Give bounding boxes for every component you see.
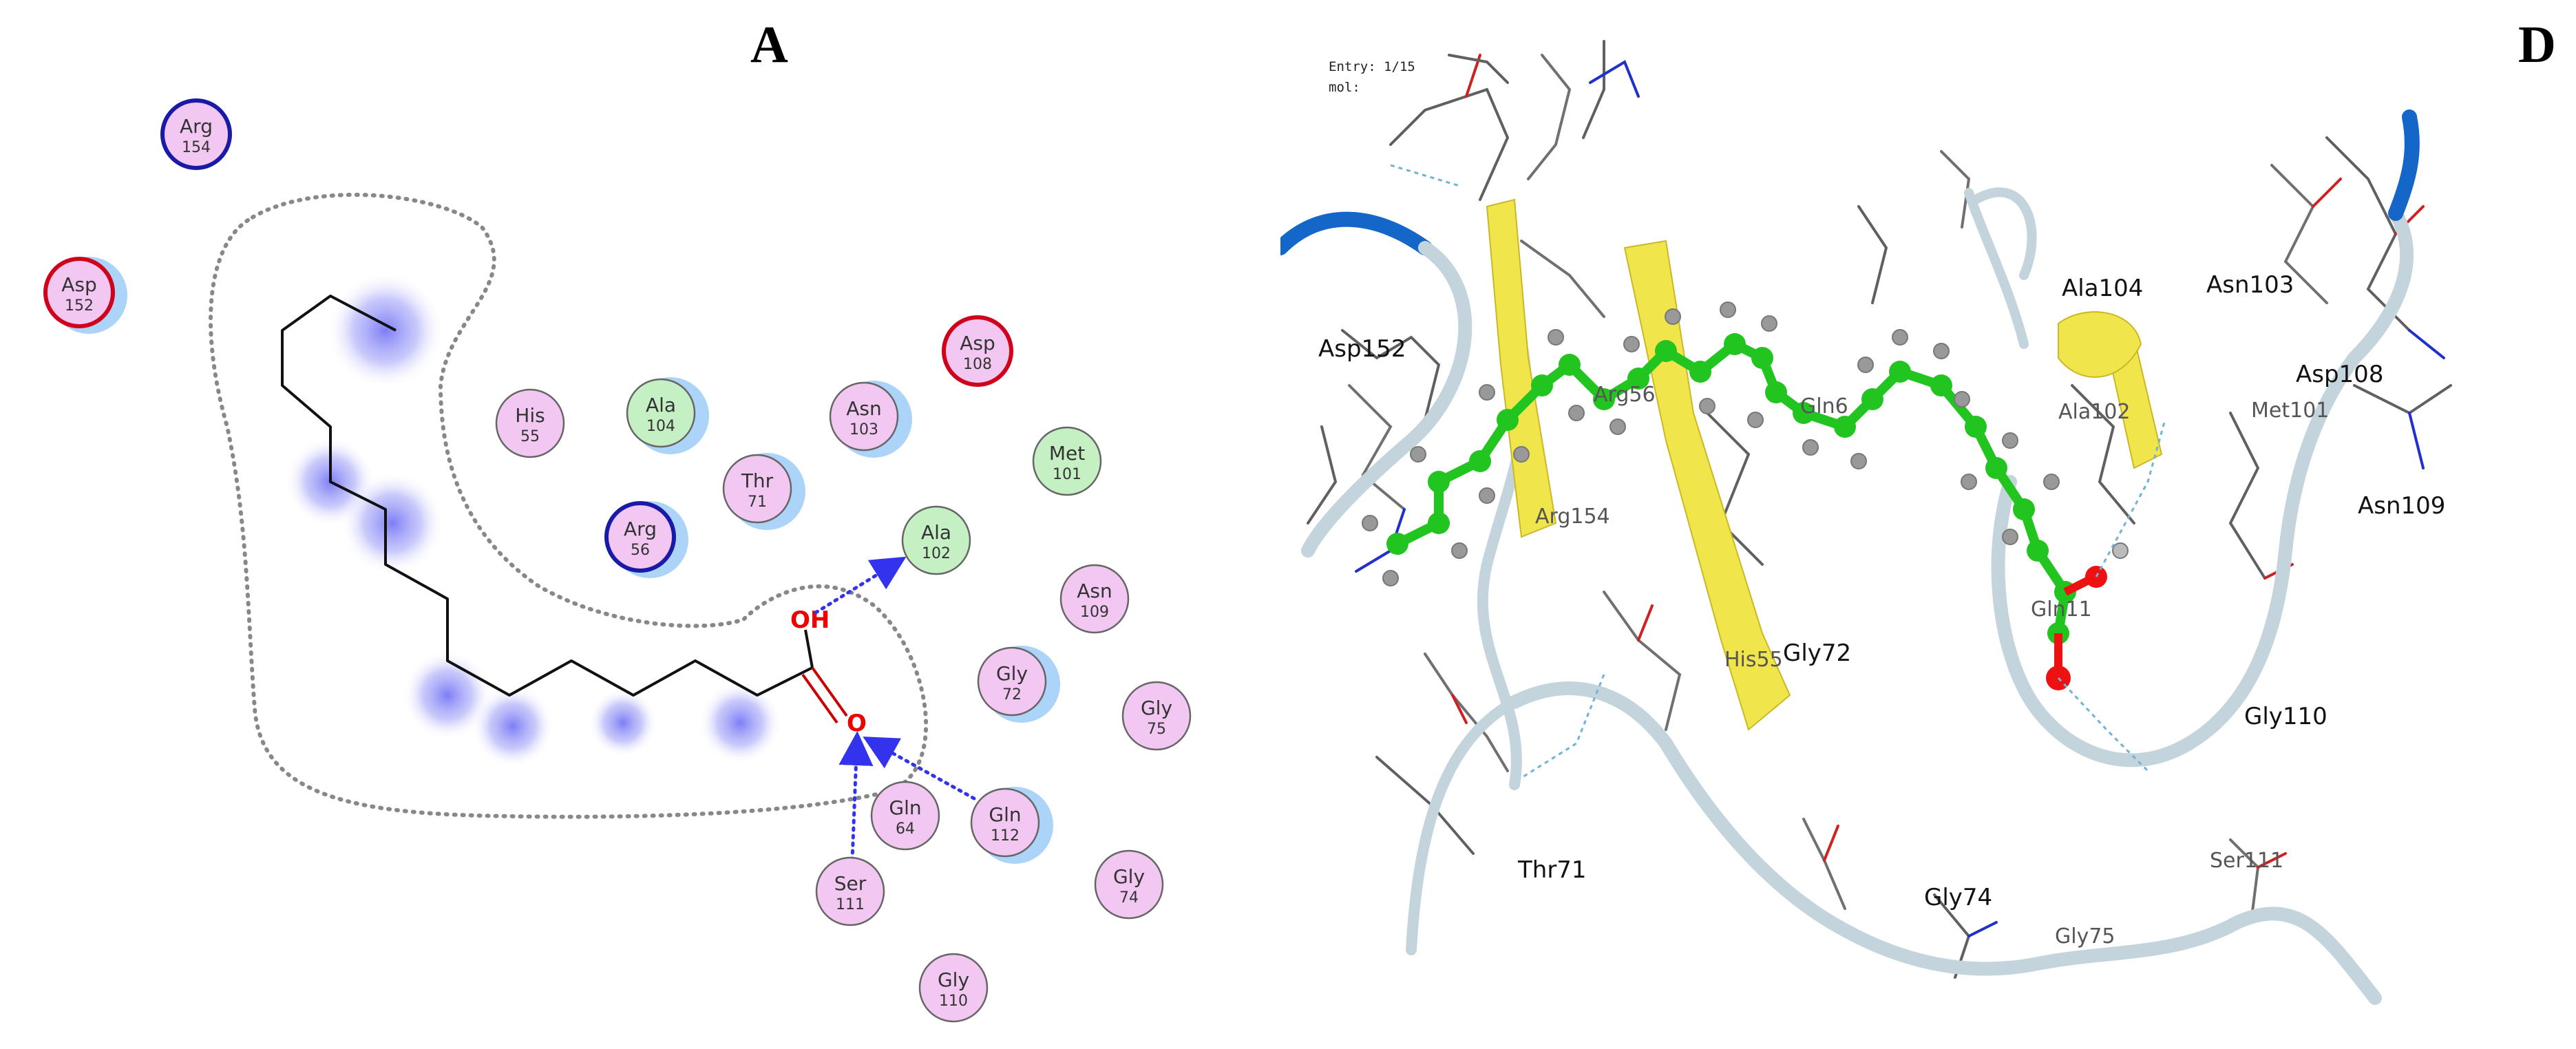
residue-name: Met bbox=[1049, 442, 1085, 465]
residue-name: Ala bbox=[921, 521, 951, 544]
residue-number: 71 bbox=[748, 494, 767, 511]
ligand-alkyl-chain bbox=[281, 295, 813, 697]
panel-d-3d-binding-pose: D Entry: 1/15 mol: bbox=[1280, 0, 2576, 1049]
residue-labels: Asp152 Arg56 Gln6 Ala104 Asn103 Asp108 A… bbox=[1318, 271, 2445, 949]
residue-name: Gln bbox=[889, 796, 921, 819]
residue-thr-71: Thr 71 bbox=[722, 453, 805, 530]
viewer-entry-info: Entry: 1/15 mol: bbox=[1329, 56, 1415, 98]
residue-number: 72 bbox=[1002, 686, 1022, 703]
label-asp152: Asp152 bbox=[1318, 335, 1406, 363]
label-arg56: Arg56 bbox=[1594, 383, 1656, 407]
residue-number: 104 bbox=[646, 418, 675, 435]
residue-gly-74: Gly74 bbox=[1094, 849, 1164, 920]
label-gln11: Gln11 bbox=[2031, 597, 2092, 622]
beta-strands bbox=[1486, 198, 2163, 731]
residue-arg-154: Arg154 bbox=[160, 98, 232, 170]
carbonyl-bond bbox=[811, 666, 848, 717]
residue-name: Asp bbox=[960, 332, 995, 354]
panel-a-2d-interaction-diagram: A OH O bbox=[0, 0, 1280, 1049]
residue-name: Gly bbox=[938, 968, 969, 991]
label-gly74: Gly74 bbox=[1924, 884, 1992, 911]
residue-number: 102 bbox=[922, 545, 951, 562]
residue-asp-152: Asp152 bbox=[43, 257, 127, 334]
residue-name: His bbox=[515, 404, 545, 427]
entry-line: Entry: 1/15 bbox=[1329, 59, 1415, 74]
residue-name: Arg bbox=[180, 115, 213, 138]
hydrogen-bonds bbox=[814, 556, 976, 862]
panel-a-letter: A bbox=[750, 16, 788, 74]
residue-asp-108: Asp 108 bbox=[942, 315, 1013, 387]
residue-name: Arg bbox=[624, 518, 657, 540]
residue-name: Gly bbox=[1113, 865, 1145, 888]
residue-number: 103 bbox=[849, 421, 878, 438]
residue-gly-75: Gly 75 bbox=[1121, 681, 1192, 751]
label-gly110: Gly110 bbox=[2244, 703, 2327, 730]
hydroxyl-bond bbox=[804, 629, 814, 668]
hydrophobic-contacts bbox=[286, 272, 781, 767]
residue-ala-102: Ala102 bbox=[901, 505, 971, 575]
residue-met-101: Met101 bbox=[1032, 426, 1102, 496]
residue-number: 55 bbox=[520, 428, 540, 445]
carbonyl-label: O bbox=[847, 710, 867, 737]
panel-a-canvas: OH O Arg154Asp152His55Ala104Asn103Asp108… bbox=[43, 98, 1192, 1023]
label-gln6: Gln6 bbox=[1800, 394, 1848, 418]
residue-name: Asp bbox=[61, 273, 97, 296]
residue-number: 56 bbox=[631, 542, 650, 559]
residue-number: 154 bbox=[182, 139, 211, 156]
residue-ser-111: Ser111 bbox=[815, 856, 885, 926]
residue-arg-56: Arg 56 bbox=[604, 501, 688, 578]
label-asp108: Asp108 bbox=[2296, 361, 2383, 388]
residue-ala-104: Ala 104 bbox=[626, 377, 709, 454]
residue-asn-103: Asn103 bbox=[829, 381, 912, 458]
residue-number: 111 bbox=[836, 896, 865, 913]
label-met101: Met101 bbox=[2251, 399, 2329, 423]
panel-d-canvas: Asp152 Arg56 Gln6 Ala104 Asn103 Asp108 A… bbox=[1280, 40, 2452, 1005]
residue-number: 112 bbox=[991, 827, 1020, 845]
panel-d-letter: D bbox=[2518, 16, 2556, 74]
residue-number: 110 bbox=[939, 993, 968, 1010]
residue-name: Asn bbox=[846, 397, 882, 420]
residue-gly-72: Gly72 bbox=[977, 646, 1060, 723]
residue-gly-110: Gly 110 bbox=[918, 953, 989, 1023]
label-gly75: Gly75 bbox=[2055, 924, 2115, 949]
label-arg154: Arg154 bbox=[1535, 505, 1610, 529]
residue-his-55: His55 bbox=[495, 388, 565, 458]
label-ala104: Ala104 bbox=[2062, 275, 2143, 302]
residue-number: 109 bbox=[1080, 604, 1109, 621]
residue-number: 75 bbox=[1147, 721, 1166, 738]
sidechain-sticks bbox=[1307, 40, 2452, 979]
residue-name: Gly bbox=[1141, 697, 1172, 719]
label-gly72: Gly72 bbox=[1783, 639, 1851, 667]
label-ser111: Ser111 bbox=[2210, 849, 2283, 873]
label-asn109: Asn109 bbox=[2358, 492, 2445, 520]
hydroxyl-label: OH bbox=[790, 606, 830, 634]
label-asn103: Asn103 bbox=[2206, 271, 2294, 299]
residue-number: 108 bbox=[963, 356, 992, 373]
residue-name: Thr bbox=[741, 469, 774, 492]
residue-number: 64 bbox=[896, 820, 915, 838]
label-ala102: Ala102 bbox=[2058, 400, 2131, 424]
residue-name: Ala bbox=[646, 394, 676, 416]
residue-name: Gly bbox=[996, 662, 1028, 685]
mol-line: mol: bbox=[1329, 80, 1360, 95]
residue-asn-109: Asn 109 bbox=[1059, 564, 1130, 634]
label-thr71: Thr71 bbox=[1517, 856, 1587, 884]
residue-number: 101 bbox=[1053, 466, 1081, 483]
hydrogen-bond-lines bbox=[1390, 164, 2166, 779]
residue-name: Gln bbox=[989, 803, 1021, 826]
carbonyl-bond-double bbox=[801, 673, 838, 724]
residue-name: Asn bbox=[1077, 580, 1112, 602]
backbone-ribbon bbox=[1280, 109, 2420, 1005]
residue-layer: Arg154Asp152His55Ala104Asn103Asp108Met10… bbox=[43, 98, 1192, 1023]
residue-name: Ser bbox=[834, 872, 867, 895]
residue-number: 152 bbox=[65, 297, 94, 315]
label-his55: His55 bbox=[1724, 648, 1783, 672]
binding-pocket-outline bbox=[209, 193, 928, 819]
residue-number: 74 bbox=[1119, 889, 1139, 907]
